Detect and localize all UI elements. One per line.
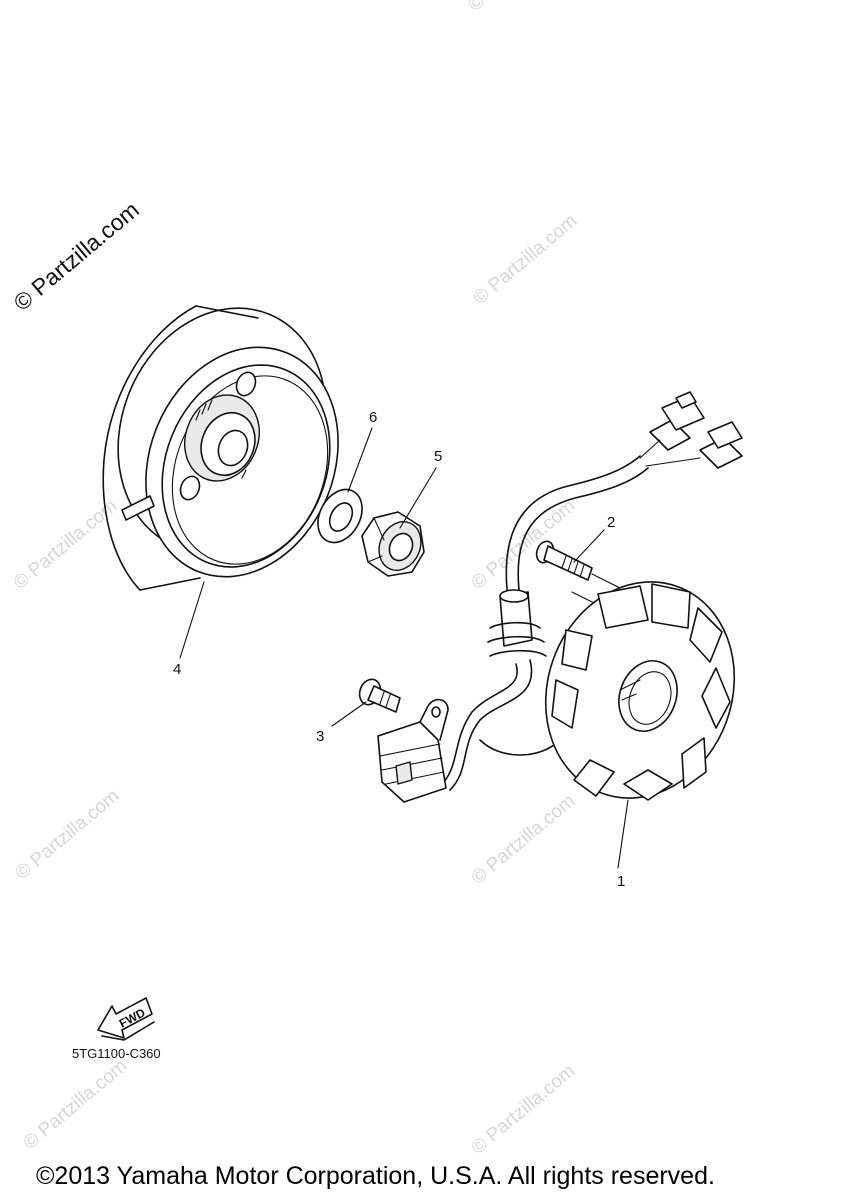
washer-part: [317, 488, 363, 544]
pickup-screw-part: [358, 678, 401, 713]
watermark-group: © Partzilla.com © Partzilla.com © Partzi…: [10, 0, 582, 1159]
watermark: © Partzilla.com: [468, 790, 580, 888]
watermark: © Partzilla.com: [468, 1060, 580, 1158]
pickup-coil-part: [377, 698, 449, 803]
leader-line-6: [347, 427, 373, 493]
connector-part: [639, 391, 743, 469]
nut-part: [361, 511, 425, 577]
fwd-arrow-icon: FWD: [97, 997, 155, 1041]
leader-line-1: [617, 799, 629, 869]
leader-line-2: [573, 529, 605, 563]
wire-harness: [439, 455, 649, 791]
leader-lines: [179, 427, 629, 869]
leader-line-3: [331, 701, 367, 727]
callout-2[interactable]: 2: [607, 514, 615, 531]
watermark: © Partzilla.com: [12, 785, 124, 883]
watermark: © Partzilla.com: [10, 495, 122, 593]
stator-bolt-part: [535, 540, 622, 605]
callout-1[interactable]: 1: [617, 873, 625, 890]
watermark: © Partzilla.com: [470, 210, 582, 308]
callout-4[interactable]: 4: [173, 661, 181, 678]
watermark: © Partzilla.com: [468, 495, 580, 593]
rotor-flywheel-part: [102, 305, 339, 591]
callout-3[interactable]: 3: [316, 728, 324, 745]
watermark: © Partzilla.com: [20, 1055, 132, 1153]
watermark: © Partzilla.com: [465, 0, 577, 16]
stator-assembly-part: [544, 581, 736, 801]
diagram-code: 5TG1100-C360: [72, 1046, 161, 1061]
leader-line-5: [399, 467, 437, 529]
callout-labels: 1 2 3 4 5 6: [173, 409, 625, 890]
copyright-text: ©2013 Yamaha Motor Corporation, U.S.A. A…: [36, 1162, 715, 1190]
callout-5[interactable]: 5: [434, 448, 442, 465]
leader-line-4: [179, 581, 205, 659]
callout-6[interactable]: 6: [369, 409, 377, 426]
watermark-main: © Partzilla.com: [9, 196, 144, 316]
